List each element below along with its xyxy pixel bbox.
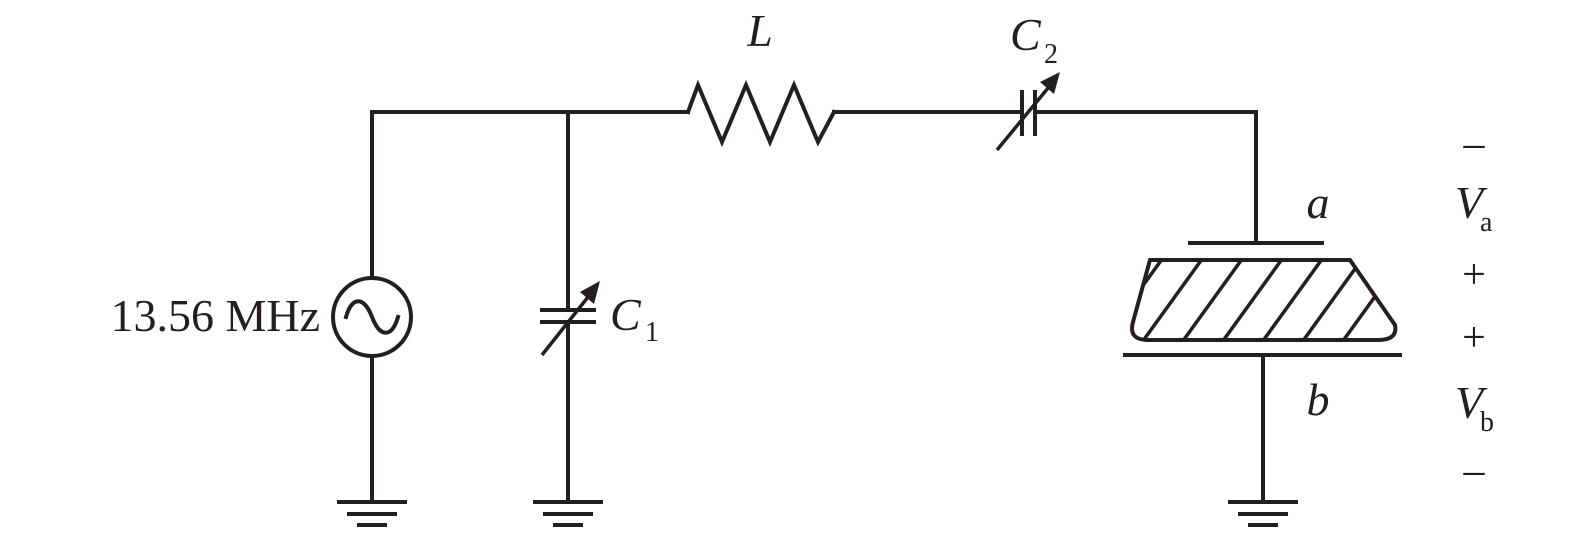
sine-wave-icon: [343, 299, 401, 335]
inductor-label: L: [746, 5, 773, 56]
ground-symbol-electrode: [1228, 500, 1298, 527]
wire-top-left: [370, 110, 690, 280]
voltage-b-subscript: b: [1480, 407, 1494, 438]
inductor-coil: [685, 79, 837, 148]
voltage-b-bottom-sign: –: [1463, 448, 1486, 494]
source-frequency-label: 13.56 MHz: [110, 290, 320, 341]
wire-top-right: [1033, 110, 1258, 245]
voltage-a-top-sign: –: [1463, 121, 1486, 167]
ground-symbol-source: [337, 500, 407, 527]
capacitor-c2-label: C: [1010, 9, 1042, 60]
voltage-a-label: V: [1455, 177, 1488, 228]
electrode-b-label: b: [1307, 374, 1330, 425]
capacitor-c1-subscript: 1: [645, 317, 659, 348]
capacitor-c2-arrow-head: [1040, 72, 1060, 94]
voltage-a-bottom-sign: +: [1462, 252, 1486, 298]
voltage-b-label: V: [1455, 377, 1488, 428]
capacitor-c2-variable-arrow: [995, 80, 1055, 152]
ground-symbol-c1: [533, 500, 603, 527]
capacitor-c1-arrow-head: [580, 281, 600, 304]
plasma-outline: [1130, 258, 1398, 342]
capacitor-c2-subscript: 2: [1044, 39, 1058, 70]
voltage-b-top-sign: +: [1462, 315, 1486, 361]
electrode-a-label: a: [1307, 177, 1330, 228]
voltage-a-subscript: a: [1480, 207, 1493, 238]
capacitor-c1-label: C: [610, 289, 642, 340]
